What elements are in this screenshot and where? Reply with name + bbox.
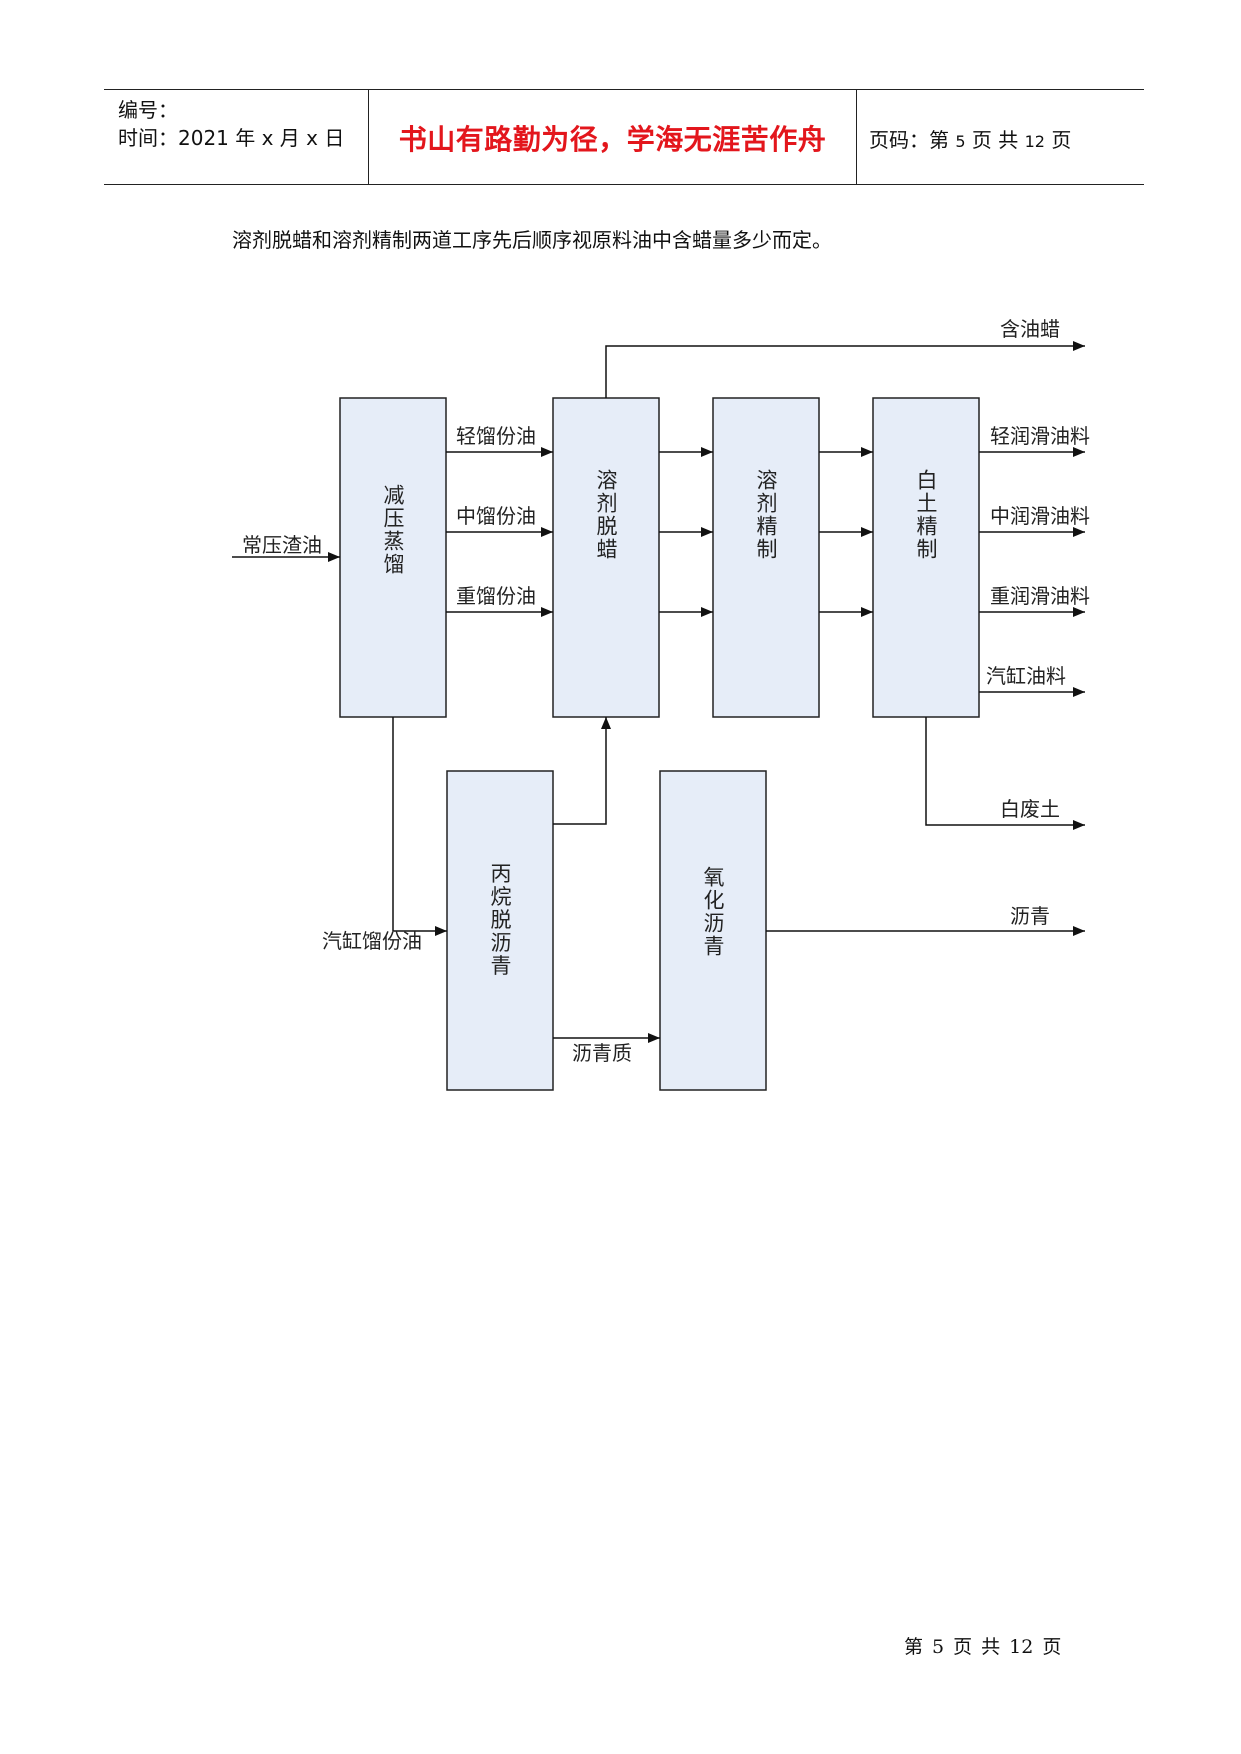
document-time-label: 时间：2021 年 x 月 x 日 bbox=[118, 126, 345, 150]
motto: 书山有路勤为径，学海无涯苦作舟 bbox=[398, 123, 827, 156]
box-oxidized-asphalt bbox=[659, 770, 767, 1091]
footer-di: 第 bbox=[904, 1636, 924, 1658]
footer-ye: 页 bbox=[953, 1636, 973, 1658]
label-oxidized-asphalt: 氧化沥青 bbox=[701, 866, 725, 958]
header-table: 编号： 时间：2021 年 x 月 x 日 书山有路勤为径，学海无涯苦作舟 页码… bbox=[104, 89, 1144, 185]
label-spent-clay: 白废土 bbox=[1000, 797, 1060, 821]
label-heavy-cut: 重馏份油 bbox=[456, 584, 536, 608]
box-solvent-dewaxing bbox=[552, 397, 660, 718]
label-oily-wax: 含油蜡 bbox=[1000, 317, 1060, 341]
box-solvent-refining bbox=[712, 397, 820, 718]
label-light-cut: 轻馏份油 bbox=[456, 424, 536, 448]
label-light-lube: 轻润滑油料 bbox=[990, 424, 1090, 448]
footer-page-number: 5 bbox=[932, 1636, 945, 1658]
label-clay-refining: 白土精制 bbox=[914, 469, 938, 561]
arrow-spent-clay bbox=[925, 717, 1085, 830]
header-page-cell: 页码：第 5 页 共 12 页 bbox=[857, 90, 1144, 184]
page-prefix: 页码：第 bbox=[869, 128, 949, 152]
label-propane-deasphalting: 丙烷脱沥青 bbox=[488, 863, 512, 978]
page-total: 12 bbox=[1024, 132, 1045, 151]
label-cylinder-cut: 汽缸馏份油 bbox=[322, 929, 422, 953]
label-solvent-dewaxing: 溶剂脱蜡 bbox=[594, 469, 618, 561]
arrow-oily-wax bbox=[605, 341, 1085, 398]
label-mid-cut: 中馏份油 bbox=[456, 504, 536, 528]
label-feed: 常压渣油 bbox=[242, 533, 322, 557]
label-vacuum-distillation: 减压蒸馏 bbox=[381, 484, 405, 576]
footer-page-total: 12 bbox=[1009, 1636, 1034, 1658]
arrow-cylinder-cut bbox=[392, 717, 447, 936]
label-asphaltene: 沥青质 bbox=[572, 1041, 632, 1065]
document-number-label: 编号： bbox=[118, 98, 178, 122]
intro-text: 溶剂脱蜡和溶剂精制两道工序先后顺序视原料油中含蜡量多少而定。 bbox=[232, 228, 832, 252]
arrow-deasphalted-oil bbox=[553, 717, 611, 825]
header-page-info: 页码：第 5 页 共 12 页 bbox=[869, 124, 1071, 153]
page-suffix: 页 bbox=[1051, 128, 1072, 152]
header-motto-cell: 书山有路勤为径，学海无涯苦作舟 bbox=[368, 90, 857, 184]
footer-ye-2: 页 bbox=[1042, 1636, 1062, 1658]
header-left-cell: 编号： 时间：2021 年 x 月 x 日 bbox=[104, 90, 368, 184]
label-asphalt: 沥青 bbox=[1010, 904, 1050, 928]
label-heavy-lube: 重润滑油料 bbox=[990, 584, 1090, 608]
box-vacuum-distillation bbox=[339, 397, 447, 718]
box-clay-refining bbox=[872, 397, 980, 718]
footer-gong: 共 bbox=[981, 1636, 1001, 1658]
label-cylinder-oil: 汽缸油料 bbox=[986, 664, 1066, 688]
label-mid-lube: 中润滑油料 bbox=[990, 504, 1090, 528]
label-solvent-refining: 溶剂精制 bbox=[754, 469, 778, 561]
page-number: 5 bbox=[955, 132, 966, 151]
box-propane-deasphalting bbox=[446, 770, 554, 1091]
page-mid: 页 共 bbox=[971, 128, 1019, 152]
